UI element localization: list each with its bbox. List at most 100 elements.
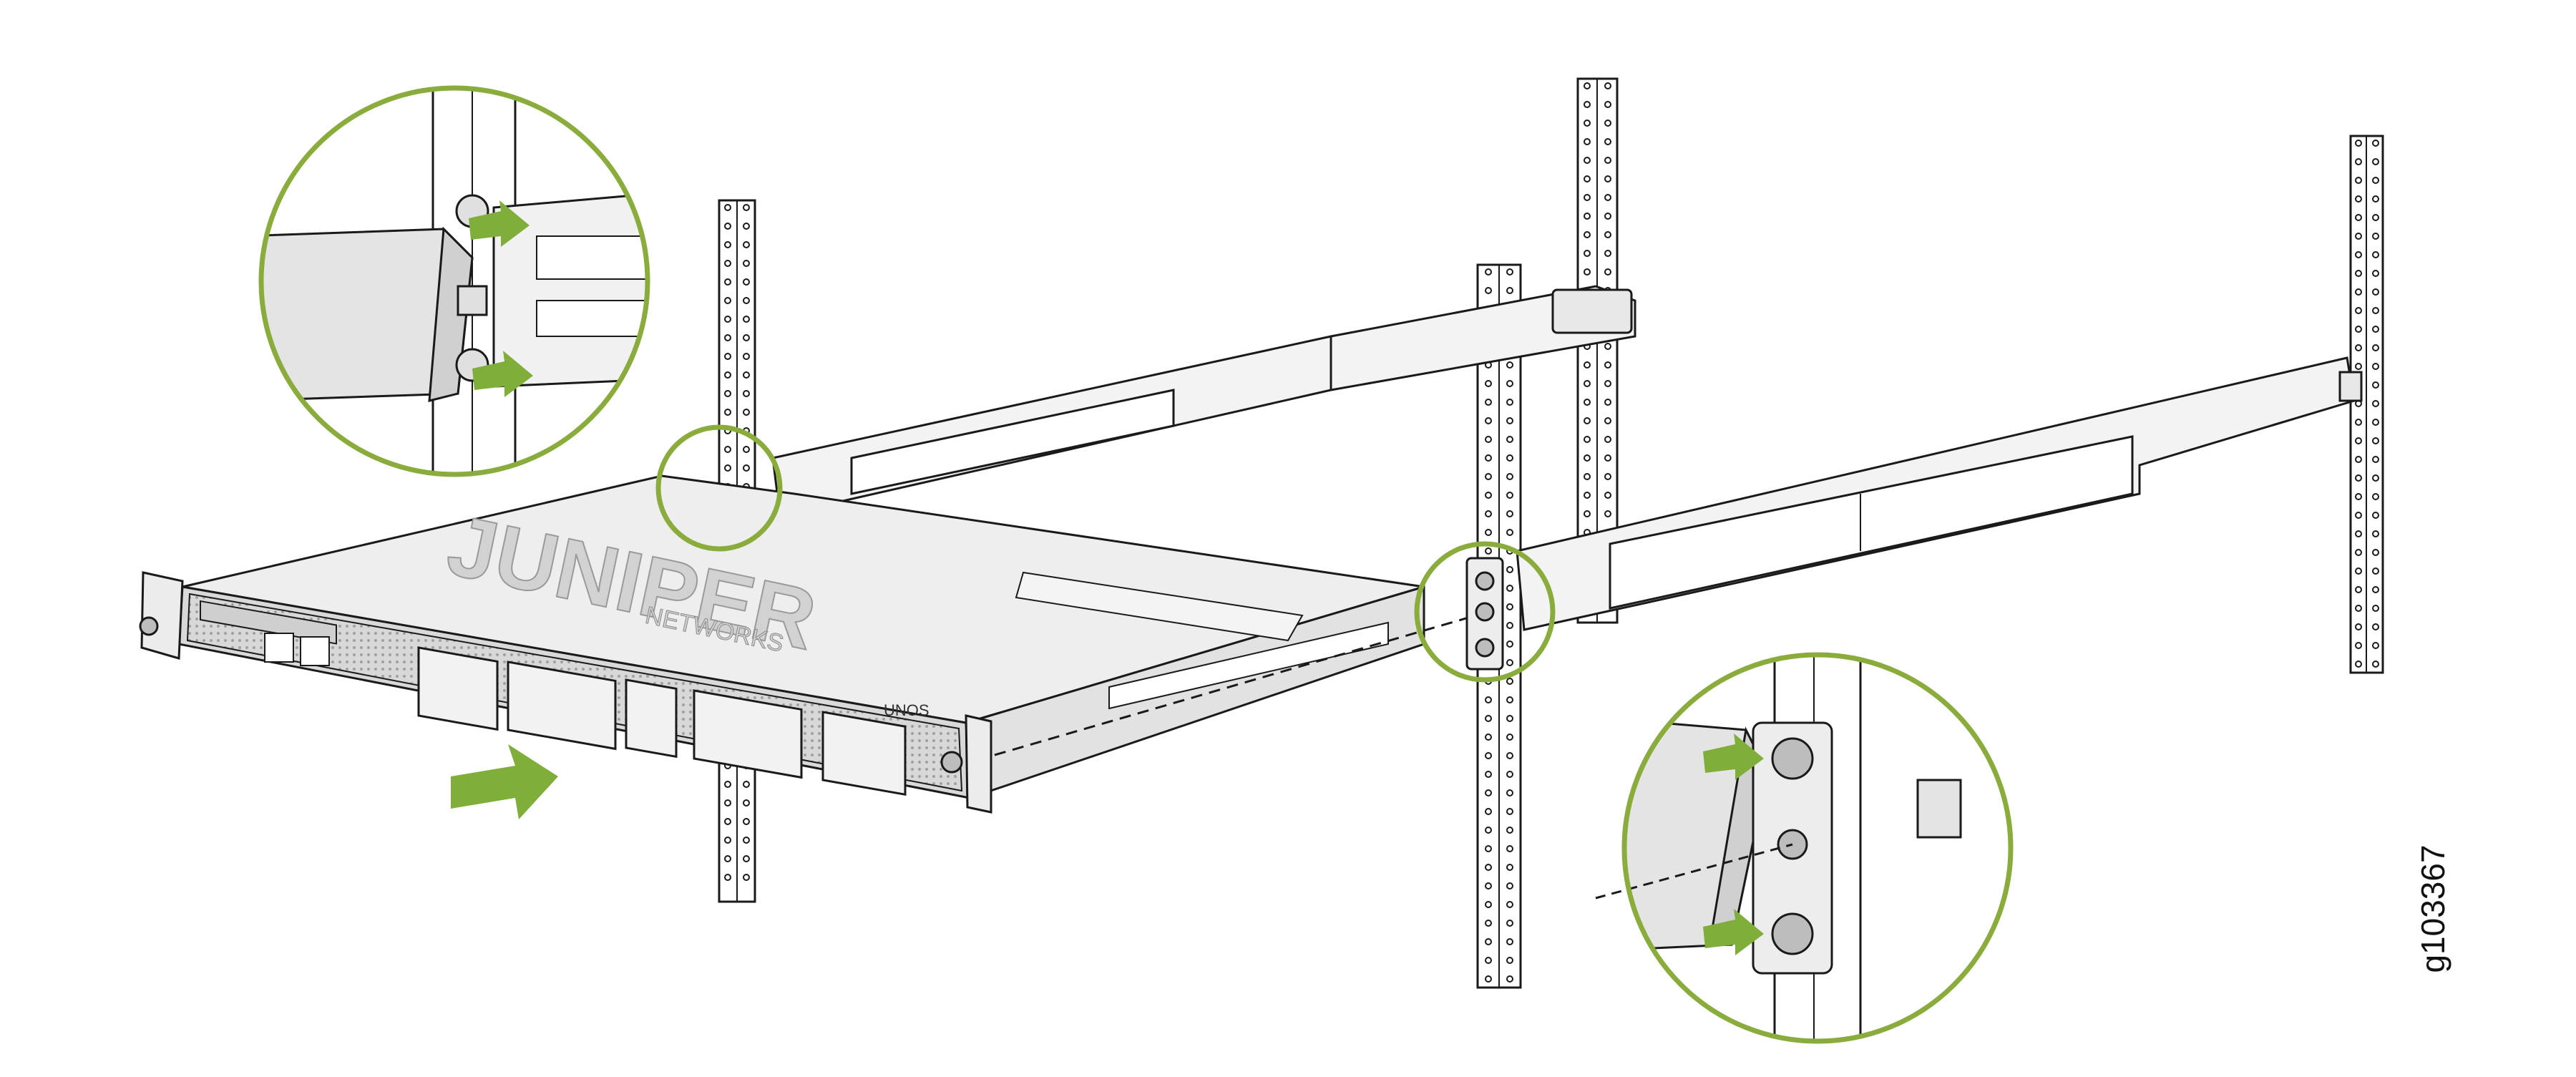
rack-hole (1506, 603, 1513, 610)
rack-hole (743, 297, 750, 304)
rack-hole (724, 316, 731, 323)
figure-id-label: g103367 (2414, 844, 2451, 973)
rack-hole (1506, 436, 1513, 443)
rack-hole (2372, 251, 2379, 258)
rack-hole (1604, 343, 1611, 350)
rack-hole (1604, 194, 1611, 201)
rack-hole (1506, 473, 1513, 480)
rack-hole (1506, 752, 1513, 759)
rack-hole (2355, 661, 2362, 668)
rack-hole (2372, 437, 2379, 444)
rack-hole (1604, 380, 1611, 387)
rack-hole (1485, 864, 1492, 871)
rack-hole (1584, 175, 1591, 182)
rack-hole (2372, 363, 2379, 370)
rack-hole (743, 464, 750, 472)
insert-arrow-icon (451, 744, 558, 819)
rear-mounting-rail (771, 285, 1636, 517)
rack-hole (1506, 938, 1513, 945)
rack-hole (2355, 270, 2362, 277)
rack-hole (1485, 957, 1492, 964)
rack-hole (724, 855, 731, 862)
callout-ring-front (1414, 541, 1556, 683)
rack-hole (1485, 752, 1492, 759)
rack-hole (2372, 530, 2379, 537)
rack-hole (2355, 195, 2362, 203)
rack-hole (2372, 567, 2379, 575)
rack-hole (724, 390, 731, 397)
rack-hole (1604, 454, 1611, 462)
rack-hole (2372, 270, 2379, 277)
rack-hole (724, 446, 731, 453)
rack-hole (1604, 492, 1611, 499)
rack-hole (743, 409, 750, 416)
rack-hole (1584, 101, 1591, 108)
rack-hole (1506, 417, 1513, 424)
rack-hole (1604, 436, 1611, 443)
rack-hole (1584, 510, 1591, 517)
rack-hole (2355, 140, 2362, 147)
rack-hole (2372, 605, 2379, 612)
right-mounting-ear (965, 714, 992, 814)
rack-hole (2372, 400, 2379, 407)
rack-hole (2355, 214, 2362, 221)
rack-hole (1485, 287, 1492, 294)
rack-hole (1604, 361, 1611, 369)
rack-hole (743, 316, 750, 323)
rack-hole (2372, 195, 2379, 203)
rack-hole (1506, 957, 1513, 964)
rack-hole (1506, 640, 1513, 648)
magnifier-callout-icon (258, 85, 650, 477)
screw-icon (940, 751, 963, 774)
screw-icon (139, 616, 159, 636)
rack-hole (1506, 510, 1513, 517)
rack-hole (1604, 417, 1611, 424)
rack-hole (2355, 288, 2362, 296)
rack-hole (1485, 380, 1492, 387)
rack-hole (2372, 493, 2379, 500)
rack-hole (2355, 307, 2362, 314)
rack-hole (1584, 399, 1591, 406)
rack-hole (2355, 474, 2362, 482)
rack-hole (1485, 473, 1492, 480)
rack-hole (1584, 454, 1591, 462)
rack-hole (2355, 158, 2362, 165)
rack-hole (2372, 661, 2379, 668)
rack-hole (1506, 492, 1513, 499)
rack-hole (1485, 268, 1492, 276)
rack-hole (724, 353, 731, 360)
rack-hole (2372, 214, 2379, 221)
rack-hole (2355, 363, 2362, 370)
router-chassis: JUNIPER NETWORKS UNOS (139, 474, 1425, 814)
rack-hole (743, 241, 750, 248)
rack-hole (743, 223, 750, 230)
rack-hole (1584, 473, 1591, 480)
rack-hole (2372, 623, 2379, 630)
front-bracket (1465, 557, 1504, 671)
rack-hole (1584, 194, 1591, 201)
rack-hole (1485, 920, 1492, 927)
rack-hole (743, 353, 750, 360)
rack-hole (1485, 827, 1492, 834)
rack-hole (1506, 268, 1513, 276)
rack-hole (1604, 213, 1611, 220)
rack-hole (743, 855, 750, 862)
rack-hole (724, 464, 731, 472)
rack-hole (743, 874, 750, 881)
rack-hole (2355, 586, 2362, 593)
rack-hole (2355, 512, 2362, 519)
rack-hole (1485, 696, 1492, 703)
rack-hole (1506, 827, 1513, 834)
rack-hole (1485, 734, 1492, 741)
rack-hole (2372, 177, 2379, 184)
rack-hole (1604, 157, 1611, 164)
rack-hole (1485, 715, 1492, 722)
rack-hole (743, 781, 750, 788)
rack-hole (1485, 845, 1492, 852)
rack-hole (1604, 101, 1611, 108)
rack-hole (1485, 547, 1492, 555)
rack-hole (2372, 512, 2379, 519)
rack-hole (1584, 417, 1591, 424)
rack-hole (2372, 419, 2379, 426)
